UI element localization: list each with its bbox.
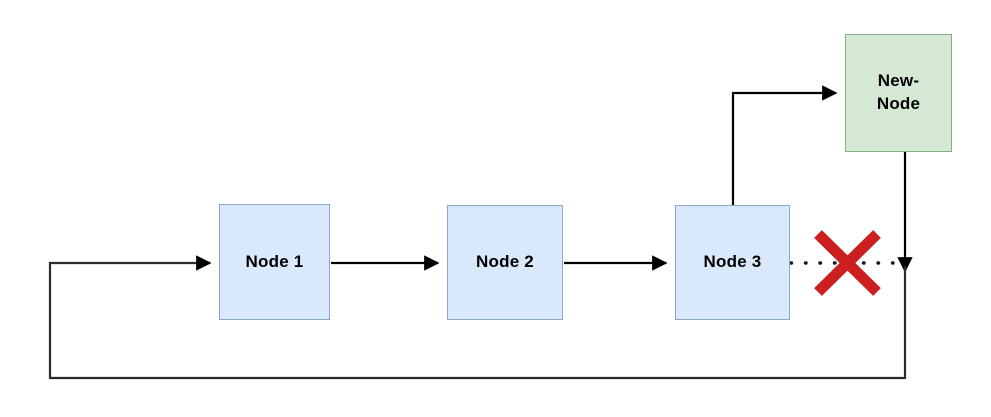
node-label: Node 2 <box>476 252 534 272</box>
node-box-node-2[interactable]: Node 2 <box>447 205 563 320</box>
edge-node3-newnode <box>731 85 838 205</box>
node-label: Node 3 <box>703 252 762 272</box>
node-box-new-node[interactable]: New- Node <box>845 34 952 152</box>
red-x-mark <box>814 230 881 296</box>
edge-loop-to-node1 <box>48 255 905 380</box>
node-label: Node 1 <box>245 251 304 271</box>
node-box-node-1[interactable]: Node 1 <box>219 204 330 320</box>
node-label: New- Node <box>876 71 921 113</box>
node-box-node-3[interactable]: Node 3 <box>675 205 790 320</box>
